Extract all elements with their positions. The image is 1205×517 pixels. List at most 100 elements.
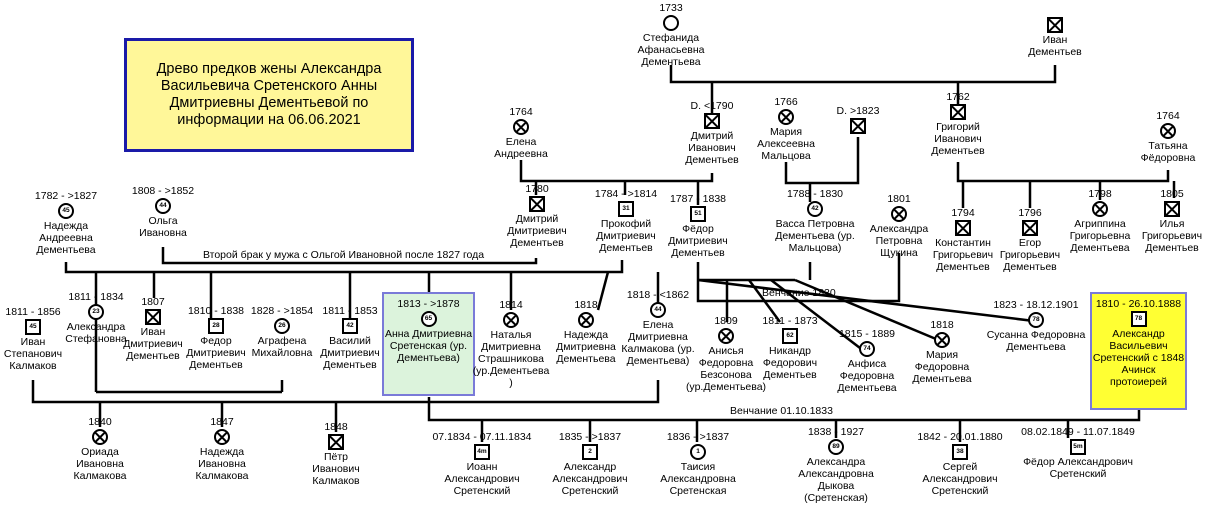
birth-date: 1801 xyxy=(887,193,911,205)
male-icon: 28 xyxy=(208,318,224,334)
person-natalia[interactable]: 1814 Наталья Дмитриевна Страшникова (ур.… xyxy=(470,299,552,389)
birth-date: 1805 xyxy=(1160,188,1184,200)
birth-date: 1766 xyxy=(774,96,798,108)
person-anisia[interactable]: 1809 Анисья Федоровна Безсонова (ур.Деме… xyxy=(684,315,768,393)
person-name: Мария Федоровна Дементьева xyxy=(912,349,972,385)
female-icon: 23 xyxy=(88,304,104,320)
person-name: Васса Петровна Дементьева (ур. Мальцова) xyxy=(775,218,855,254)
person-name: Елена Андреевна xyxy=(494,136,548,160)
male-icon: 38 xyxy=(952,444,968,460)
person-name: Стефанида Афанасьевна Дементьева xyxy=(637,32,705,68)
life-dates: 1838 - 1927 xyxy=(807,426,865,438)
person-prokofy[interactable]: 1784 - >1814 31 Прокофий Дмитриевич Деме… xyxy=(585,188,667,254)
female-icon: 42 xyxy=(807,201,823,217)
person-oriada[interactable]: 1840 Ориада Ивановна Калмакова xyxy=(64,416,136,482)
person-alexandra-petrovna[interactable]: 1801 Александра Петровна Щукина xyxy=(862,193,936,259)
deceased-male-icon xyxy=(328,434,344,450)
deceased-female-icon xyxy=(718,328,734,344)
person-maria-alekseevna[interactable]: 1766 Мария Алексеевна Мальцова xyxy=(750,96,822,162)
birth-date: 1809 xyxy=(714,315,738,327)
female-icon: 78 xyxy=(1028,312,1044,328)
person-anna-dmitrievna[interactable]: 1813 - >1878 65 Анна Дмитриевна Сретенск… xyxy=(382,292,475,396)
deceased-female-icon xyxy=(578,312,594,328)
life-dates: 1836 - >1837 xyxy=(666,431,730,443)
person-name: Дмитрий Иванович Дементьев xyxy=(685,130,739,166)
life-dates: 1813 - >1878 xyxy=(397,298,460,310)
tree-title-text: Древо предков жены Александра Васильевич… xyxy=(156,61,382,128)
person-petr-kalmakov[interactable]: 1848 Пётр Иванович Калмаков xyxy=(300,421,372,487)
person-alexandra-stefanovna[interactable]: 1811 - 1834 23 Александра Стефановна xyxy=(60,291,132,345)
female-icon: 74 xyxy=(859,341,875,357)
birth-date: 1807 xyxy=(141,296,165,308)
birth-date: 1780 xyxy=(525,183,549,195)
person-sergey[interactable]: 1842 - 20.01.1880 38 Сергей Александрови… xyxy=(914,431,1006,497)
person-vasily[interactable]: 1811 - 1853 42 Василий Дмитриевич Демент… xyxy=(312,305,388,371)
life-dates: 1782 - >1827 xyxy=(34,190,98,202)
person-name: Дмитрий Дмитриевич Дементьев xyxy=(507,213,567,249)
life-dates: 08.02.1849 - 11.07.1849 xyxy=(1021,426,1135,438)
person-name: Анисья Федоровна Безсонова (ур.Дементьев… xyxy=(685,345,767,393)
person-ivan-dementyev[interactable]: Иван Дементьев xyxy=(1015,16,1095,58)
person-name: Сергей Александрович Сретенский xyxy=(922,461,998,497)
life-dates: 1811 - 1853 xyxy=(322,305,378,317)
person-susanna[interactable]: 1823 - 18.12.1901 78 Сусанна Федоровна Д… xyxy=(986,299,1086,353)
person-fedor-alexandrovich[interactable]: 08.02.1849 - 11.07.1849 5m Фёдор Алексан… xyxy=(1018,426,1138,480)
person-name: Никандр Федорович Дементьев xyxy=(762,345,818,381)
person-name: Агриппина Григорьевна Дементьева xyxy=(1069,218,1131,254)
birth-date: 1818 xyxy=(574,299,598,311)
person-taisia[interactable]: 1836 - >1837 1 Таисия Александровна Срет… xyxy=(657,431,739,497)
person-elena-andreevna[interactable]: 1764 Елена Андреевна xyxy=(486,106,556,160)
person-name: Александра Александровна Дыкова (Сретенс… xyxy=(798,456,874,504)
person-name: Фёдор Александрович Сретенский xyxy=(1023,456,1133,480)
person-ivan-dmitrievich[interactable]: 1807 Иван Дмитриевич Дементьев xyxy=(118,296,188,362)
person-fedor-dmitrievich-2[interactable]: 1810 - 1838 28 Федор Дмитриевич Дементье… xyxy=(178,305,254,371)
birth-date: 1733 xyxy=(659,2,683,14)
person-unknown-1823[interactable]: D. >1823 xyxy=(830,105,886,135)
person-dmitry-ivanovich[interactable]: D. <1790 Дмитрий Иванович Дементьев xyxy=(672,100,752,166)
person-nikandr[interactable]: 1811 - 1873 62 Никандр Федорович Дементь… xyxy=(752,315,828,381)
person-agrafena[interactable]: 1828 - >1854 26 Аграфена Михайловна xyxy=(244,305,320,359)
person-name: Таисия Александровна Сретенская xyxy=(660,461,736,497)
person-nadezhda-dmitrievna[interactable]: 1818 Надежда Дмитриевна Дементьева xyxy=(550,299,622,365)
birth-date: 1848 xyxy=(324,421,348,433)
birth-date: 1847 xyxy=(210,416,234,428)
person-name: Аграфена Михайловна xyxy=(251,335,313,359)
male-icon: 78 xyxy=(1130,311,1147,327)
deceased-female-icon xyxy=(778,109,794,125)
person-grigory-ivanovich[interactable]: 1762 Григорий Иванович Дементьев xyxy=(918,91,998,157)
person-dmitry-dmitrievich[interactable]: 1780 Дмитрий Дмитриевич Дементьев xyxy=(498,183,576,249)
person-name: Прокофий Дмитриевич Дементьев xyxy=(596,218,656,254)
person-ioann[interactable]: 07.1834 - 07.11.1834 4m Иоанн Александро… xyxy=(430,431,534,497)
person-ivan-kalmakov[interactable]: 1811 - 1856 45 Иван Степанович Калмаков xyxy=(0,306,66,372)
person-alexandr-alexandrovich[interactable]: 1835 - >1837 2 Александр Александрович С… xyxy=(548,431,632,497)
deceased-male-icon xyxy=(704,113,720,129)
person-konstantin[interactable]: 1794 Константин Григорьевич Дементьев xyxy=(922,207,1004,273)
person-anfisa[interactable]: 1815 - 1889 74 Анфиса Федоровна Дементье… xyxy=(828,328,906,394)
person-maria-fedorovna[interactable]: 1818 Мария Федоровна Дементьева xyxy=(902,319,982,385)
person-alexandra-alexandrovna[interactable]: 1838 - 1927 89 Александра Александровна … xyxy=(794,426,878,504)
tree-title: Древо предков жены Александра Васильевич… xyxy=(124,38,414,152)
person-elena-kalmakova[interactable]: 1818 - <1862 44 Елена Дмитриевна Калмако… xyxy=(616,289,700,367)
person-nadezhda-kalmakova[interactable]: 1847 Надежда Ивановна Калмакова xyxy=(186,416,258,482)
birth-date: 1798 xyxy=(1088,188,1112,200)
person-olga-ivanovna[interactable]: 1808 - >1852 44 Ольга Ивановна xyxy=(126,185,200,239)
life-dates: 1808 - >1852 xyxy=(131,185,195,197)
person-name: Иван Степанович Калмаков xyxy=(3,336,63,372)
person-name: Анфиса Федоровна Дементьева xyxy=(837,358,897,394)
deceased-female-icon xyxy=(214,429,230,445)
person-alexander-sretensky[interactable]: 1810 - 26.10.1888 78 Александр Васильеви… xyxy=(1090,292,1187,410)
person-egor[interactable]: 1796 Егор Григорьевич Дементьев xyxy=(994,207,1066,273)
life-dates: 1811 - 1873 xyxy=(762,315,818,327)
person-stefanida[interactable]: 1733 Стефанида Афанасьевна Дементьева xyxy=(630,2,712,68)
birth-date: 1818 xyxy=(930,319,954,331)
person-tatiana-fedorovna[interactable]: 1764 Татьяна Фёдоровна xyxy=(1128,110,1205,164)
deceased-male-icon xyxy=(955,220,971,236)
person-vassa-petrovna[interactable]: 1788 - 1830 42 Васса Петровна Дементьева… xyxy=(765,188,865,254)
person-ilya[interactable]: 1805 Илья Григорьевич Дементьев xyxy=(1136,188,1205,254)
person-agrippina[interactable]: 1798 Агриппина Григорьевна Дементьева xyxy=(1060,188,1140,254)
person-nadezhda-andreevna[interactable]: 1782 - >1827 45 Надежда Андреевна Демент… xyxy=(26,190,106,256)
life-dates: 1823 - 18.12.1901 xyxy=(993,299,1079,311)
deceased-female-icon xyxy=(92,429,108,445)
person-fedor-dmitrievich[interactable]: 1787 - 1838 51 Фёдор Дмитриевич Дементье… xyxy=(658,193,738,259)
